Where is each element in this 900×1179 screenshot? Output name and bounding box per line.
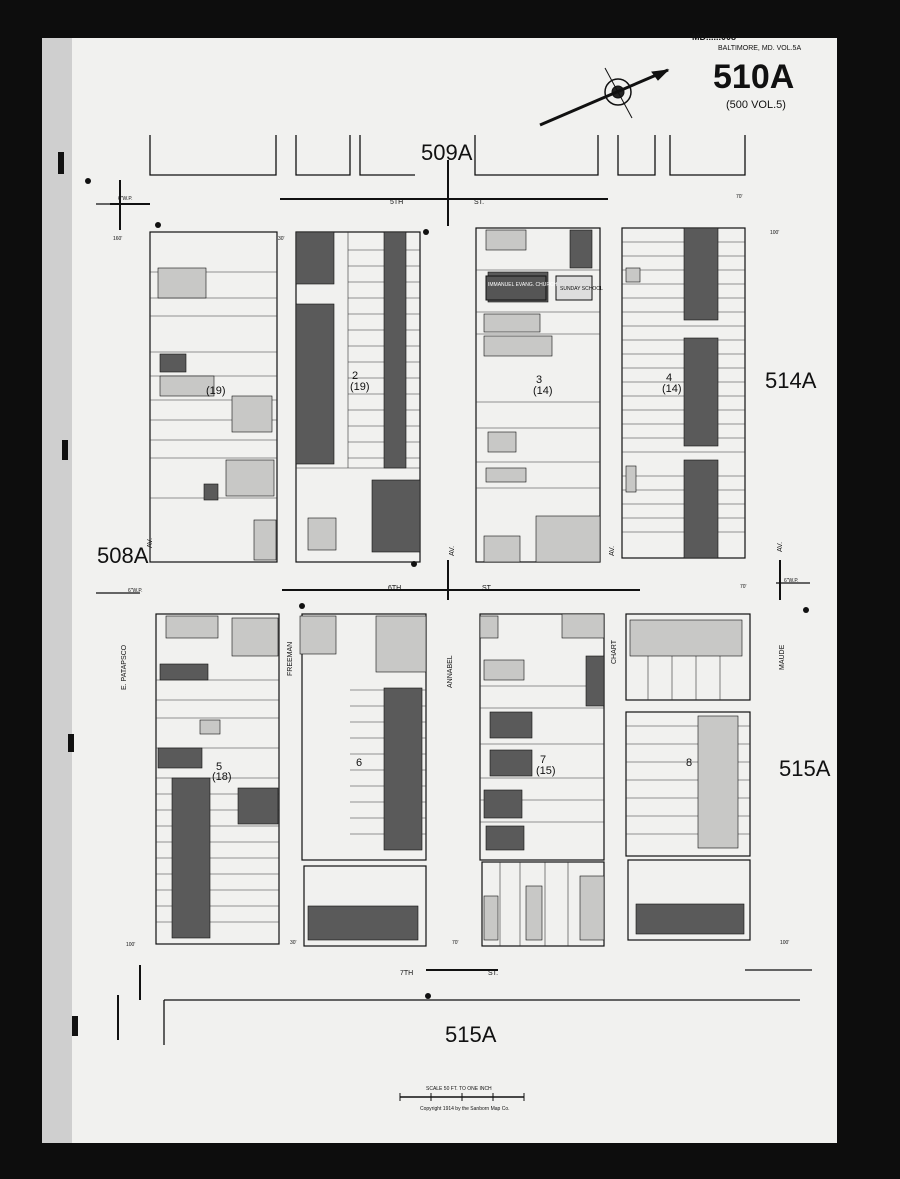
street-width: 30' [290, 940, 297, 946]
block-number: 7 [540, 754, 546, 766]
scale-text: SCALE 50 FT. TO ONE INCH [426, 1086, 492, 1092]
block-outlines [149, 227, 751, 947]
pipe-size: 6"W.P. [118, 196, 132, 202]
pipe-size: 6"W.P. [128, 588, 142, 594]
street-st-label: ST. [488, 970, 498, 977]
adjoining-sheet-top: 509A [421, 140, 473, 165]
block-number: 8 [686, 757, 692, 769]
frame-buildings [157, 229, 743, 941]
pipe-size: 6"W.P. [784, 578, 798, 584]
street-width: 70' [736, 194, 743, 200]
street-5th: 5TH [390, 199, 403, 206]
block-number: (14) [533, 385, 553, 397]
block-number: (15) [536, 765, 556, 777]
binding-hole [72, 1016, 78, 1036]
school-building [555, 275, 593, 301]
brick-buildings [157, 227, 745, 941]
street-width: 70' [452, 940, 459, 946]
block-number: (19) [350, 381, 370, 393]
street-st-label: ST. [482, 585, 492, 592]
block-number-labels: (19) 2 (19) 3 (14) 4 (14) 5 (18) 6 7 (15… [206, 370, 692, 783]
sheet-number: 510A [713, 58, 794, 96]
volume-label: (500 VOL.5) [726, 99, 786, 111]
block-number: 3 [536, 374, 542, 386]
adjoining-sheet-right-bottom: 515A [779, 756, 831, 781]
binding-hole [58, 152, 64, 174]
street-patapsco: E. PATAPSCO [121, 644, 128, 690]
stamp-code: MD......008 [692, 32, 736, 42]
avenue-label: AV. [609, 546, 616, 556]
street-width: 100' [780, 940, 789, 946]
street-width: 160' [113, 236, 122, 242]
street-chart: CHART [611, 639, 618, 664]
street-st-label: ST. [474, 199, 484, 206]
block-number: 6 [356, 757, 362, 769]
block-number: 5 [216, 761, 222, 773]
binding-hole [62, 440, 68, 460]
street-6th: 6TH [388, 585, 401, 592]
adjoining-sheet-left: 508A [97, 543, 149, 568]
north-arrow-icon [539, 67, 670, 127]
block-number: (18) [212, 771, 232, 783]
avenue-label: AV. [777, 542, 784, 552]
block-number: 2 [352, 370, 358, 382]
block-number: 4 [666, 372, 672, 384]
avenue-label: AV. [449, 546, 456, 556]
water-pipes [110, 160, 781, 1040]
street-maude: MAUDE [779, 644, 786, 670]
scale-bar [399, 1093, 525, 1101]
hydrant-icons [85, 178, 809, 999]
street-width: 70' [740, 584, 747, 590]
street-width: 30' [278, 236, 285, 242]
church-label: IMMANUEL EVANG. CHURCH [488, 282, 558, 288]
copyright: Copyright 1914 by the Sanborn Map Co. [420, 1106, 510, 1112]
street-width: 100' [126, 942, 135, 948]
street-7th: 7TH [400, 970, 413, 977]
city-line: BALTIMORE, MD. VOL.5A [718, 45, 801, 52]
school-label: SUNDAY SCHOOL [560, 286, 603, 292]
street-width: 100' [770, 230, 779, 236]
block-number: (19) [206, 385, 226, 397]
avenue-label: AV. [147, 538, 154, 548]
block-number: (14) [662, 383, 682, 395]
street-freeman: FREEMAN [287, 642, 294, 676]
adjoining-sheet-right-top: 514A [765, 368, 817, 393]
street-annabel: ANNABEL [447, 655, 454, 688]
church-building [485, 275, 547, 301]
binding-hole [68, 734, 74, 752]
adjoining-sheet-bottom: 515A [445, 1022, 497, 1047]
